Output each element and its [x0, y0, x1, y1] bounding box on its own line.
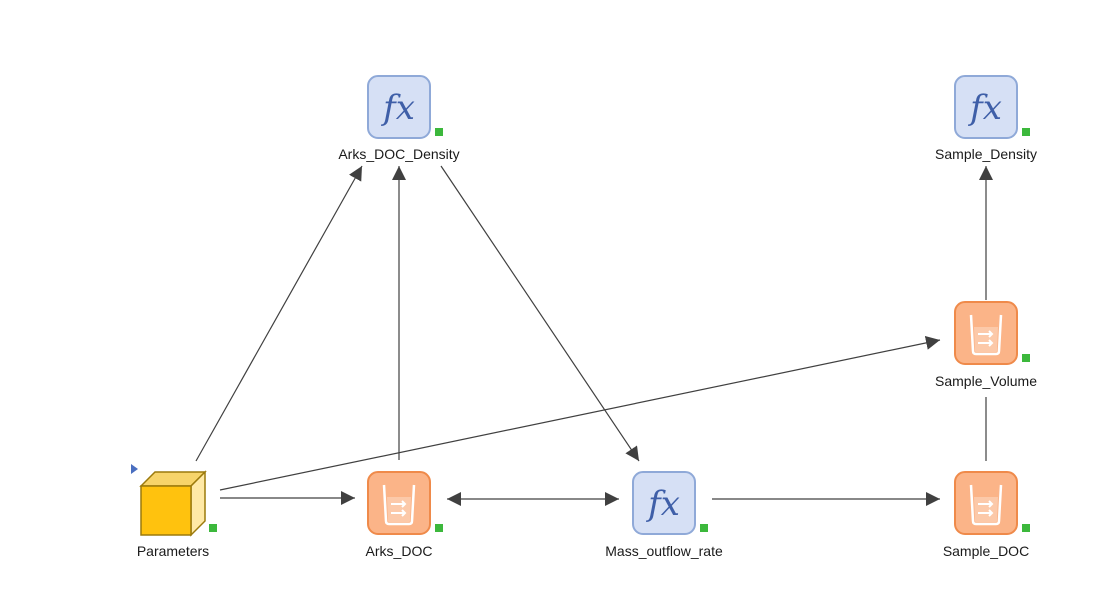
- sample-doc-status-indicator: [1022, 524, 1030, 532]
- edge-parameters-to-sample-volume[interactable]: [219, 336, 941, 491]
- arks-doc-status-indicator: [435, 524, 443, 532]
- mass-outflow-rate-status-indicator: [700, 524, 708, 532]
- edge-arks-doc-density-to-mass-outflow-rate[interactable]: [440, 165, 640, 462]
- selection-marker-icon: [131, 464, 138, 474]
- sample-volume-status-indicator: [1022, 354, 1030, 362]
- mass-outflow-rate-fx-icon[interactable]: [632, 471, 696, 535]
- arks-doc-density-label: Arks_DOC_Density: [338, 146, 460, 162]
- sample-volume-label: Sample_Volume: [935, 373, 1037, 389]
- sample-doc-beaker-icon[interactable]: [954, 471, 1018, 535]
- sample-volume-beaker-icon[interactable]: [954, 301, 1018, 365]
- mass-outflow-rate-label: Mass_outflow_rate: [605, 543, 723, 559]
- sample-density-label: Sample_Density: [935, 146, 1037, 162]
- arks-doc-density-status-indicator: [435, 128, 443, 136]
- arks-doc-label: Arks_DOC: [365, 543, 433, 559]
- parameters-label: Parameters: [136, 543, 210, 559]
- sample-density-status-indicator: [1022, 128, 1030, 136]
- arks-doc-density-fx-icon[interactable]: [367, 75, 431, 139]
- sample-density-fx-icon[interactable]: [954, 75, 1018, 139]
- edge-parameters-to-arks-doc-density[interactable]: [195, 165, 363, 462]
- sample-doc-label: Sample_DOC: [942, 543, 1030, 559]
- parameters-status-indicator: [209, 524, 217, 532]
- edges-group: [195, 165, 993, 506]
- parameters-cube-icon[interactable]: [139, 470, 207, 537]
- arks-doc-beaker-icon[interactable]: [367, 471, 431, 535]
